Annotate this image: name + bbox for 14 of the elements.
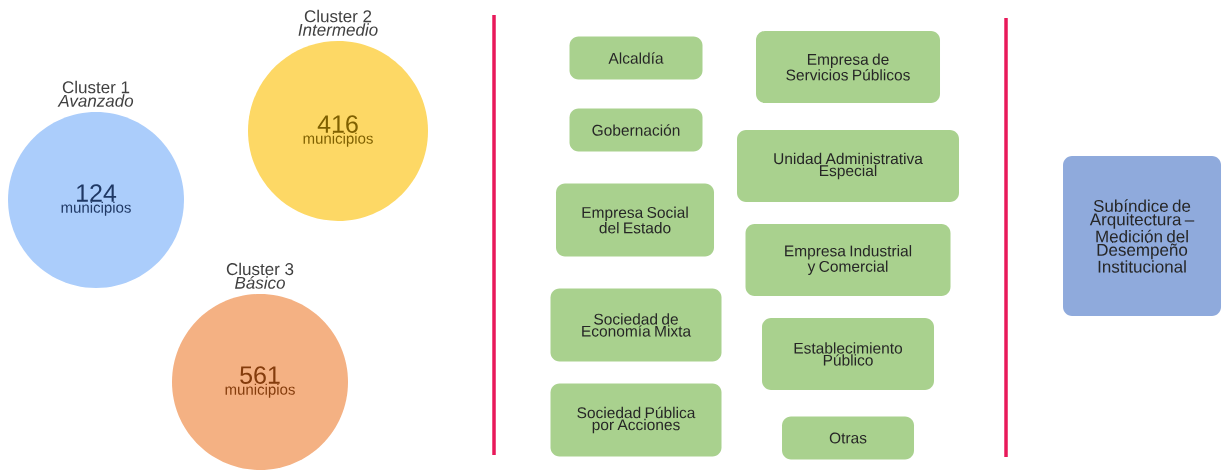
cluster-heading: Cluster 1 Avanzado [57,80,134,107]
category-box: Unidad Administrativa Especial [737,130,959,202]
category-box: Establecimiento Público [762,318,934,390]
cluster-heading: Cluster 2 Intermedio [298,9,378,36]
category-box: Otras [782,416,914,460]
category-box: Empresa Industrial y Comercial [745,224,951,296]
category-box: Sociedad de Economía Mixta [550,288,722,362]
category-box: Alcaldía [569,36,703,80]
category-box: Sociedad Pública por Acciones [550,383,722,457]
category-box: Empresa de Servicios Públicos [756,31,940,103]
cluster-heading: Cluster 3 Básico [226,262,294,289]
category-box: Empresa Social del Estado [556,183,714,257]
category-box: Gobernación [569,108,703,152]
index-box: Subíndice de Arquitectura – Medición del Desempeño Institucional [1063,156,1221,316]
